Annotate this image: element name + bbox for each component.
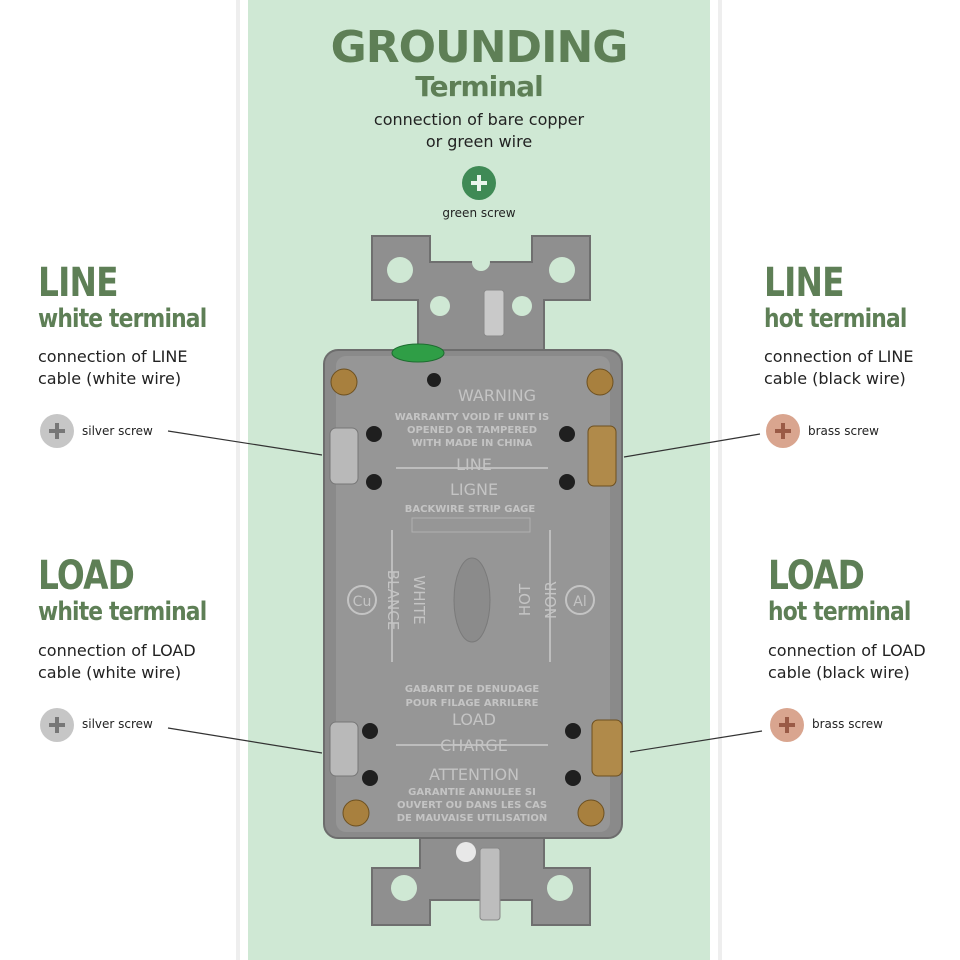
embossed-text: WARNING WARRANTY VOID IF UNIT IS OPENED … [384,386,560,824]
grounding-desc-line1: connection of bare copper [373,110,585,129]
line-hot-screw-label: brass screw [808,424,879,438]
load-hot-leader [629,730,763,753]
white-embossed: WHITE [410,575,428,624]
warranty-line2: OPENED OR TAMPERED [407,425,537,436]
load-white-screw-label: silver screw [82,717,153,731]
load-white-desc-line1: connection of LOAD [38,641,196,660]
line-white-subtitle: white terminal [38,304,207,334]
silver-screw-icon [40,708,74,742]
load-hot-title: LOAD [768,553,865,599]
blance-embossed: BLANCE [384,570,402,630]
line-hot-description: connection of LINE cable (black wire) [764,346,913,390]
line-hot-title: LINE [764,260,845,306]
hot-embossed: HOT [516,583,534,616]
line-hot-leader [623,433,761,458]
load-hot-description: connection of LOAD cable (black wire) [768,640,926,684]
strip-gage [411,517,531,533]
grounding-title: GROUNDING [330,22,629,73]
garantie-line3: DE MAUVAISE UTILISATION [397,813,547,824]
line-hot-desc-line2: cable (black wire) [764,369,906,388]
load-hot-desc-line1: connection of LOAD [768,641,926,660]
line-white-title: LINE [38,260,119,306]
left-divider [236,0,240,960]
brass-screw-icon [766,414,800,448]
gabarit-line2: POUR FILAGE ARRILERE [406,698,539,709]
load-white-description: connection of LOAD cable (white wire) [38,640,196,684]
warranty-line3: WITH MADE IN CHINA [412,438,533,449]
line-white-terminal-screw [329,427,359,485]
warning-text: WARNING [458,386,536,405]
right-divider [718,0,722,960]
ligne-embossed: LIGNE [450,480,498,499]
charge-embossed: CHARGE [440,736,508,755]
corner-screw [330,368,358,396]
garantie-line2: OUVERT OU DANS LES CAS [397,800,547,811]
load-white-terminal-screw [329,721,359,777]
line-hot-terminal-screw [587,425,617,487]
top-mounting-strap [371,235,591,353]
green-screw-label: green screw [442,206,516,220]
copper-mark: Cu [353,594,372,610]
line-hot-desc-line1: connection of LINE [764,347,914,366]
material-marks: Cu Al [347,585,595,615]
grounding-subtitle: Terminal [415,70,543,103]
line-white-desc-line2: cable (white wire) [38,369,182,388]
line-white-screw-label: silver screw [82,424,153,438]
line-white-desc-line1: connection of LINE [38,347,188,366]
grounding-desc-line2: or green wire [425,132,533,151]
brass-screw-icon [770,708,804,742]
green-screw-icon [462,166,496,200]
embossed-arrows [391,467,551,746]
load-hot-desc-line2: cable (black wire) [768,663,910,682]
aluminum-mark: Al [573,594,586,610]
load-white-subtitle: white terminal [38,597,207,627]
line-hot-subtitle: hot terminal [764,304,907,334]
line-white-leader [167,430,323,456]
load-hot-terminal-screw [591,719,623,777]
warranty-line1: WARRANTY VOID IF UNIT IS [395,412,549,423]
noir-embossed: NOIR [542,581,560,619]
attention-embossed: ATTENTION [429,765,519,784]
center-recess [453,557,491,643]
gabarit-line1: GABARIT DE DENUDAGE [405,684,540,695]
terminal-screws [329,368,623,827]
load-hot-subtitle: hot terminal [768,597,911,627]
load-hot-screw-label: brass screw [812,717,883,731]
load-white-leader [167,727,323,754]
backwire-holes [362,373,581,786]
silver-screw-icon [40,414,74,448]
load-embossed: LOAD [452,710,496,729]
load-white-desc-line2: cable (white wire) [38,663,182,682]
bottom-mounting-strap [371,831,591,926]
line-embossed: LINE [456,455,492,474]
corner-screw [586,368,614,396]
corner-screw [577,799,605,827]
load-white-title: LOAD [38,553,135,599]
line-white-description: connection of LINE cable (white wire) [38,346,187,390]
backwire-strip-gage-text: BACKWIRE STRIP GAGE [405,504,536,515]
ground-screw-head [391,343,445,363]
corner-screw [342,799,370,827]
garantie-line1: GARANTIE ANNULEE SI [408,787,536,798]
